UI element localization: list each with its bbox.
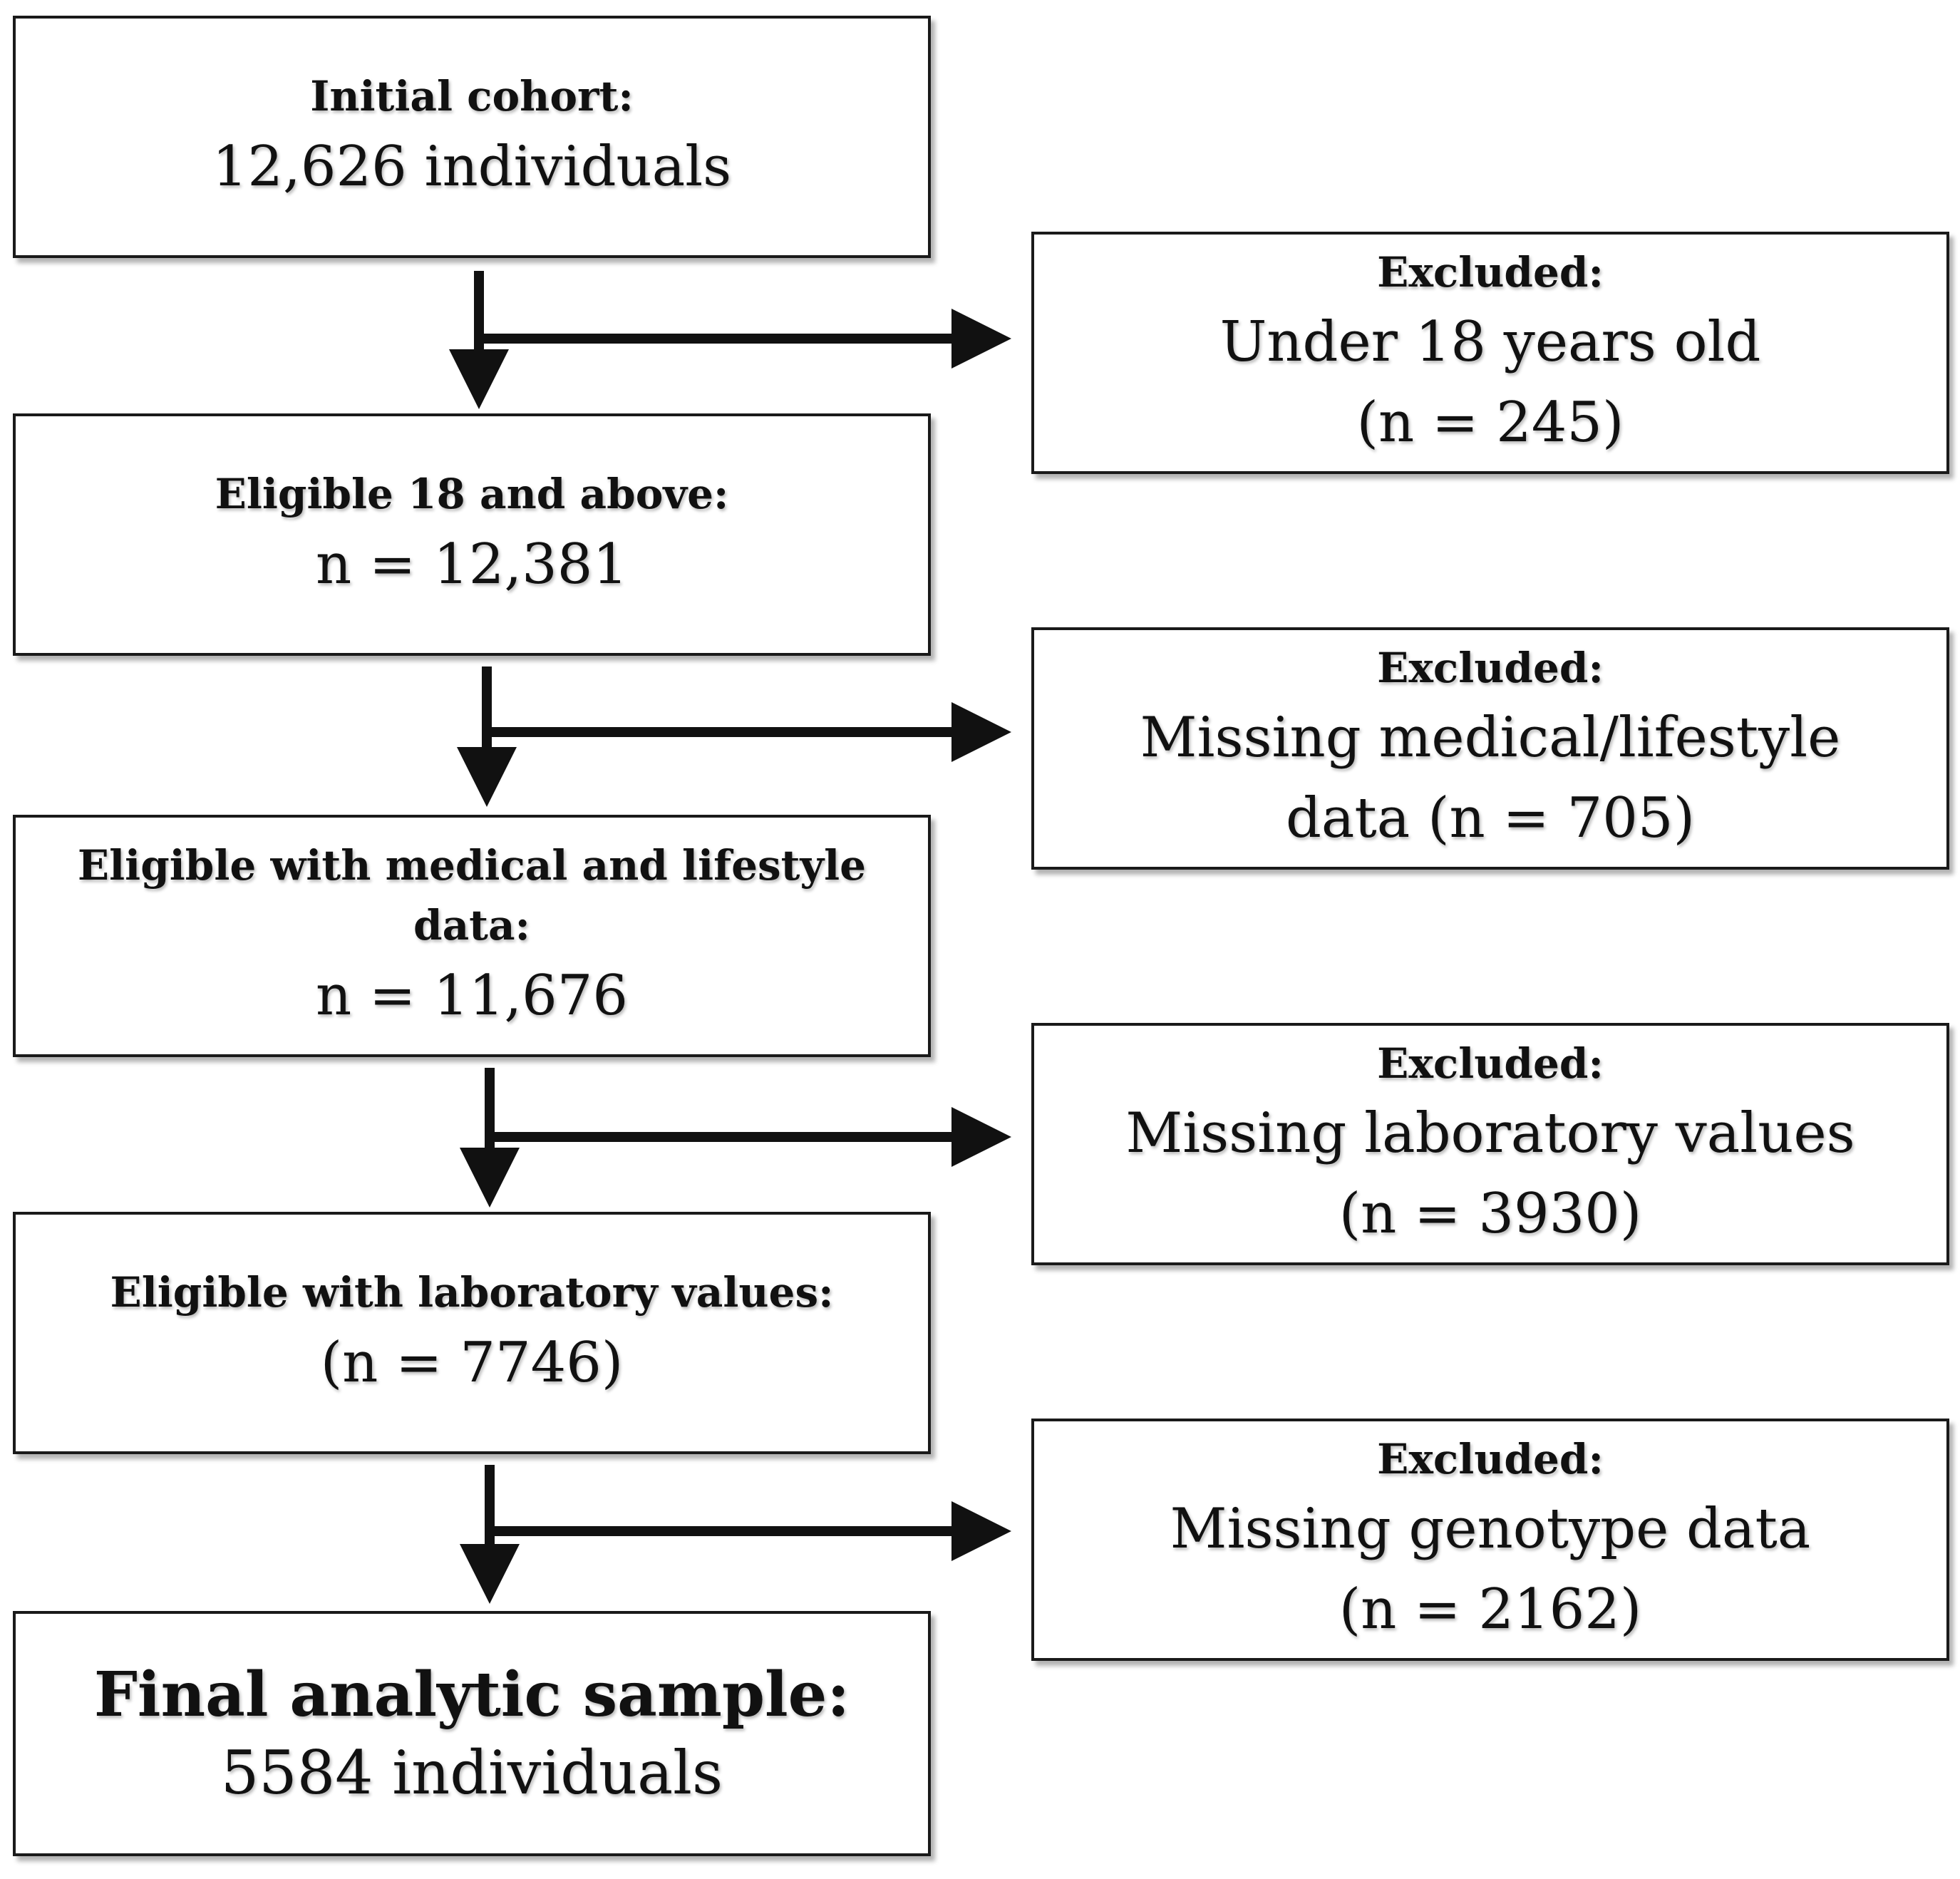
- excluded-laboratory-label: Excluded:: [1377, 1039, 1604, 1088]
- excluded-laboratory-count: (n = 3930): [1339, 1182, 1642, 1247]
- eligible-laboratory-count: (n = 7746): [320, 1330, 624, 1395]
- eligible-laboratory-label: Eligible with laboratory values:: [110, 1268, 834, 1317]
- excluded-under-18-reason: Under 18 years old: [1219, 309, 1761, 374]
- eligible-laboratory-box: Eligible with laboratory values: (n = 77…: [13, 1212, 931, 1454]
- initial-cohort-count: 12,626 individuals: [212, 134, 732, 199]
- excluded-under-18-label: Excluded:: [1377, 247, 1604, 297]
- excluded-laboratory-box: Excluded: Missing laboratory values (n =…: [1031, 1023, 1949, 1265]
- initial-cohort-box: Initial cohort: 12,626 individuals: [13, 16, 931, 258]
- eligible-adults-count: n = 12,381: [315, 532, 629, 597]
- excluded-under-18-count: (n = 245): [1356, 391, 1624, 455]
- excluded-laboratory-reason: Missing laboratory values: [1125, 1101, 1855, 1165]
- eligible-medical-lifestyle-count: n = 11,676: [315, 963, 629, 1028]
- final-sample-count: 5584 individuals: [220, 1738, 723, 1808]
- excluded-medical-lifestyle-label: Excluded:: [1377, 643, 1604, 692]
- final-sample-box: Final analytic sample: 5584 individuals: [13, 1611, 931, 1856]
- excluded-under-18-box: Excluded: Under 18 years old (n = 245): [1031, 232, 1949, 474]
- eligible-adults-box: Eligible 18 and above: n = 12,381: [13, 413, 931, 656]
- excluded-medical-lifestyle-count: data (n = 705): [1286, 786, 1695, 851]
- initial-cohort-label: Initial cohort:: [310, 72, 634, 121]
- excluded-medical-lifestyle-reason: Missing medical/lifestyle: [1140, 705, 1841, 770]
- eligible-medical-lifestyle-box: Eligible with medical and lifestyle data…: [13, 815, 931, 1057]
- excluded-genotype-box: Excluded: Missing genotype data (n = 216…: [1031, 1419, 1949, 1661]
- final-sample-label: Final analytic sample:: [93, 1658, 850, 1731]
- eligible-medical-lifestyle-label: Eligible with medical and lifestyle data…: [77, 841, 867, 950]
- excluded-genotype-label: Excluded:: [1377, 1434, 1604, 1483]
- excluded-genotype-reason: Missing genotype data: [1170, 1496, 1811, 1561]
- excluded-medical-lifestyle-box: Excluded: Missing medical/lifestyle data…: [1031, 627, 1949, 870]
- excluded-genotype-count: (n = 2162): [1339, 1577, 1642, 1642]
- eligible-adults-label: Eligible 18 and above:: [215, 470, 729, 519]
